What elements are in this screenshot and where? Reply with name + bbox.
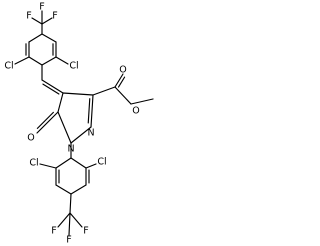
- substituent-bond: [31, 17, 43, 25]
- atom-o-ring-carbonyl: O: [27, 133, 34, 144]
- single-bond: [28, 56, 43, 66]
- single-bond: [92, 86, 116, 96]
- single-bond: [70, 157, 87, 169]
- double-bond: [114, 73, 124, 88]
- double-bond: [90, 94, 94, 128]
- atom-f-top-3: F: [52, 11, 57, 22]
- single-bond: [28, 33, 43, 43]
- substituent-bond: [55, 56, 69, 65]
- single-bond: [114, 86, 132, 105]
- single-bond: [70, 126, 92, 144]
- double-bond: [117, 76, 126, 88]
- bond-lines: [14, 10, 154, 236]
- substituent-bond: [69, 212, 83, 228]
- atom-f-top-1: F: [39, 2, 44, 13]
- atom-cl-upper-left: Cl: [4, 61, 13, 72]
- substituent-bond: [41, 17, 53, 25]
- atom-labels: F F F Cl Cl O O N N O Cl Cl F F F: [4, 2, 139, 246]
- substituent-bond: [85, 163, 97, 169]
- double-bond: [36, 111, 59, 134]
- atom-o-ester-carbonyl: O: [119, 65, 126, 76]
- atom-f-bottom-1: F: [51, 226, 56, 237]
- single-bond: [69, 193, 72, 214]
- atom-n-ring-2: N: [87, 128, 94, 139]
- single-bond: [130, 98, 154, 105]
- double-bond: [87, 98, 91, 124]
- double-bond: [36, 111, 54, 129]
- atom-f-top-2: F: [26, 11, 31, 22]
- chemical-structure-diagram: F F F Cl Cl O O N N O Cl Cl F F F: [4, 2, 154, 246]
- substituent-bond: [14, 56, 30, 65]
- substituent-bond: [39, 163, 57, 169]
- single-bond: [62, 92, 94, 96]
- atom-cl-lower-left: Cl: [29, 158, 38, 169]
- single-bond: [41, 33, 57, 43]
- substituent-bond: [57, 212, 71, 228]
- atom-o-ester-ether: O: [132, 106, 139, 117]
- single-bond: [70, 184, 87, 195]
- substituent-bond: [68, 212, 71, 236]
- atom-n-ring-1: N: [67, 144, 74, 155]
- single-bond: [55, 184, 72, 195]
- single-bond: [55, 157, 72, 169]
- single-bond: [57, 92, 64, 113]
- atom-cl-lower-right: Cl: [97, 157, 106, 168]
- single-bond: [41, 56, 57, 66]
- double-bond: [42, 83, 60, 95]
- atom-f-bottom-2: F: [83, 226, 88, 237]
- double-bond: [41, 79, 64, 94]
- single-bond: [57, 111, 72, 144]
- atom-f-bottom-3: F: [66, 235, 71, 246]
- atom-cl-upper-right: Cl: [69, 61, 78, 72]
